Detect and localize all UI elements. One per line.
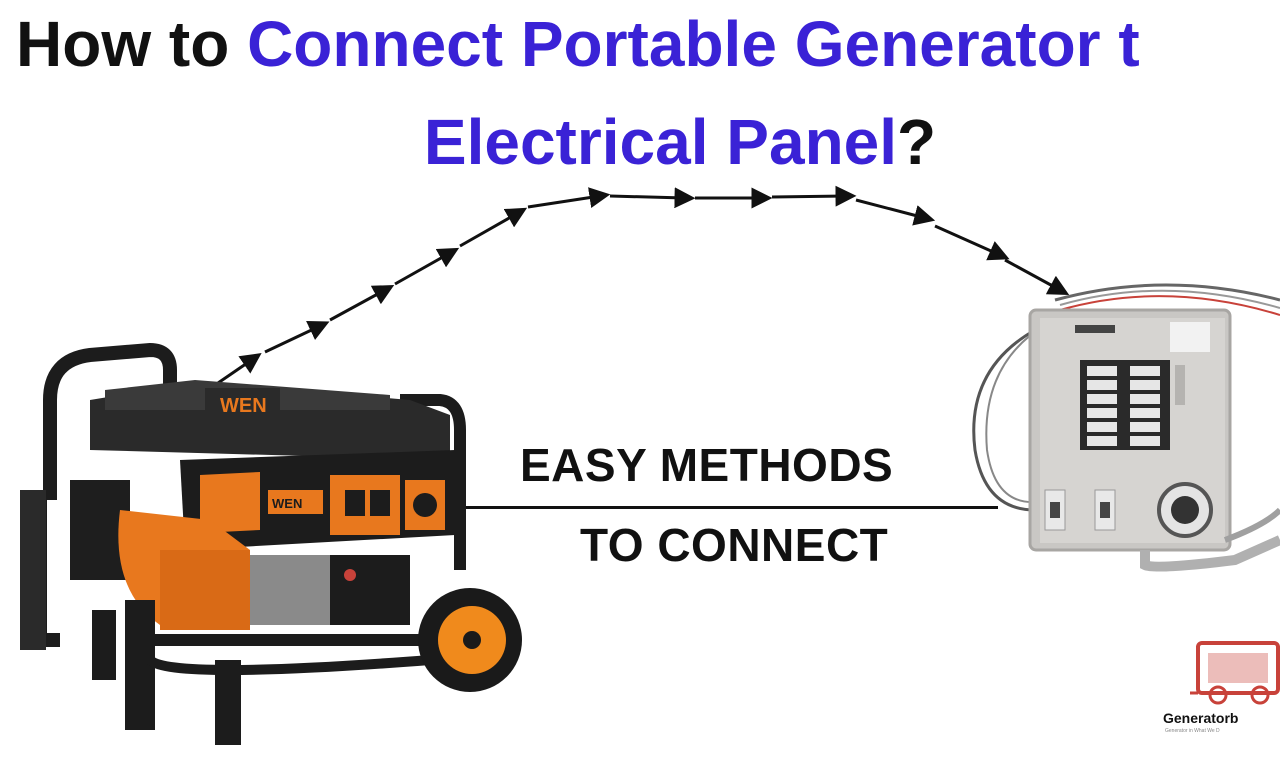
title-accent-1: Connect Portable Generator t bbox=[247, 8, 1140, 80]
title-accent-2: Electrical Panel bbox=[423, 106, 898, 178]
connection-line bbox=[458, 506, 998, 509]
title-line-1: How to Connect Portable Generator t bbox=[16, 12, 1140, 76]
subtitle-line-1: EASY METHODS bbox=[520, 439, 894, 491]
wen-badge: WEN bbox=[220, 395, 267, 417]
portable-generator-image: WEN WEN bbox=[20, 342, 522, 745]
subtitle-line-2: TO CONNECT bbox=[580, 519, 889, 571]
wen-panel-badge: WEN bbox=[272, 496, 302, 511]
title-suffix: ? bbox=[897, 106, 937, 178]
page-title: How to Connect Portable Generator t Elec… bbox=[0, 0, 1280, 190]
title-line-2: Electrical Panel? bbox=[0, 110, 1280, 174]
arc-segments bbox=[217, 185, 1070, 385]
generator-icon bbox=[1190, 641, 1280, 705]
electrical-panel-image bbox=[972, 283, 1280, 572]
title-prefix: How to bbox=[16, 8, 248, 80]
logo-tagline: Generator in What We D bbox=[1165, 728, 1220, 734]
logo-name: Generatorb bbox=[1163, 710, 1239, 726]
